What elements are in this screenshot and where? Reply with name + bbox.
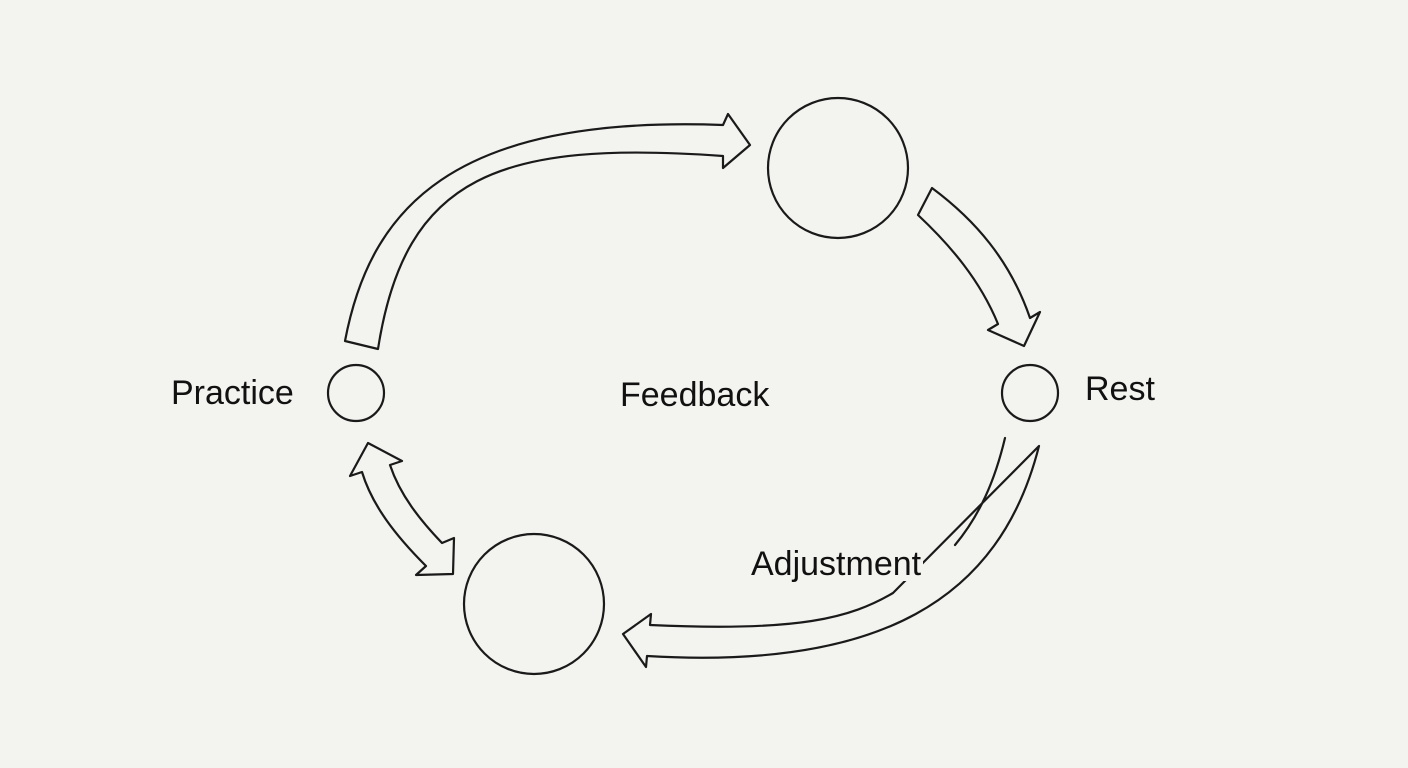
label-rest: Rest xyxy=(1085,370,1155,408)
label-practice: Practice xyxy=(171,374,294,412)
node-circle-practice xyxy=(326,363,386,423)
node-circle-rest xyxy=(1000,363,1060,423)
node-circle-bottom xyxy=(462,532,606,676)
label-feedback: Feedback xyxy=(620,376,770,414)
arrow-practice-to-top xyxy=(343,112,752,351)
node-circle-top xyxy=(766,96,910,240)
arrow-top-to-rest xyxy=(916,186,1042,348)
label-adjustment: Adjustment xyxy=(749,545,924,583)
arrow-rest-to-bottom xyxy=(621,436,1041,669)
arrow-bottom-to-practice xyxy=(348,441,456,577)
